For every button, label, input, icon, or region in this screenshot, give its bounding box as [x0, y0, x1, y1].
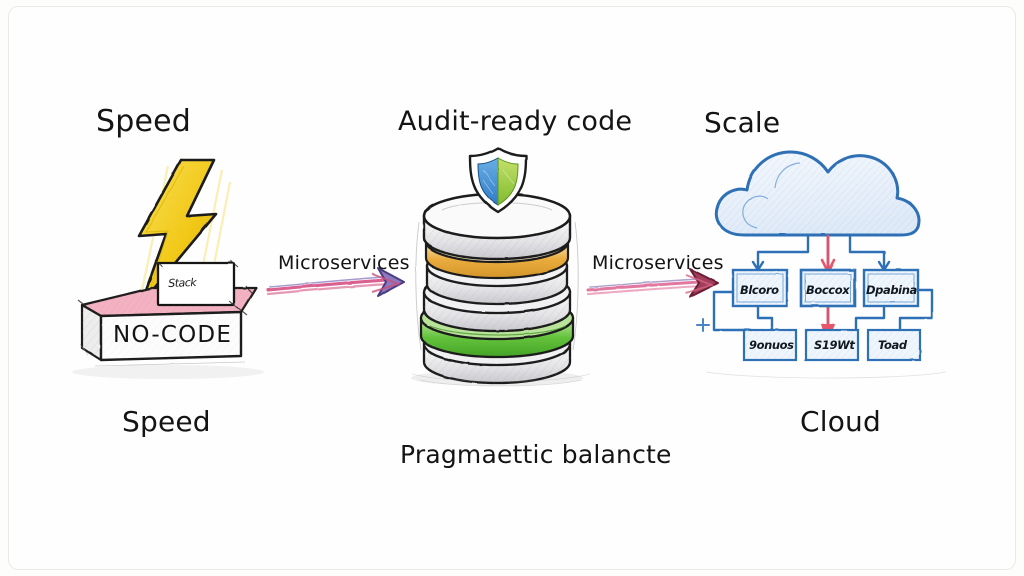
label-microservices-1: Microservices: [278, 252, 410, 274]
node-bottom-3-label: Toad: [878, 338, 907, 352]
db-layer-1-top: [422, 192, 572, 261]
label-microservices-2: Microservices: [592, 252, 724, 274]
node-bottom-2-box: [804, 328, 860, 362]
plus-icon: [696, 318, 710, 332]
database-stack-icon: [411, 192, 583, 386]
ground-shading: [411, 371, 947, 387]
node-top-2-label: Boccox: [806, 283, 850, 297]
label-speed-bottom: Speed: [122, 405, 211, 438]
microservices-arrow-1: [266, 267, 405, 297]
label-scale: Scale: [704, 106, 781, 139]
cloud-icon: [714, 150, 921, 237]
node-bottom-1-label: 9onuos: [749, 338, 794, 352]
node-top-3-box: [862, 268, 920, 308]
node-top-1-label: Blcoro: [740, 283, 779, 297]
node-top-2-box: [799, 268, 857, 308]
node-bottom-3-box: [866, 328, 922, 362]
label-speed-top: Speed: [96, 104, 192, 139]
node-bottom-1-box: [742, 328, 798, 362]
stack-sticky-note: [154, 259, 239, 309]
microservices-arrow-2: [586, 268, 719, 298]
node-top-1-box: [731, 268, 789, 308]
label-audit-ready-code: Audit-ready code: [398, 106, 633, 137]
cloud-node-boxes: [731, 268, 922, 362]
label-pragmatic-balance: Pragmaettic balancte: [400, 440, 672, 469]
node-bottom-2-label: S19Wt: [814, 338, 855, 352]
shield-icon: [468, 146, 528, 214]
label-no-code: NO-CODE: [113, 322, 233, 348]
label-cloud: Cloud: [800, 405, 881, 438]
node-top-3-label: Dpabina: [866, 283, 917, 297]
label-stack-sticky: Stack: [168, 276, 197, 290]
